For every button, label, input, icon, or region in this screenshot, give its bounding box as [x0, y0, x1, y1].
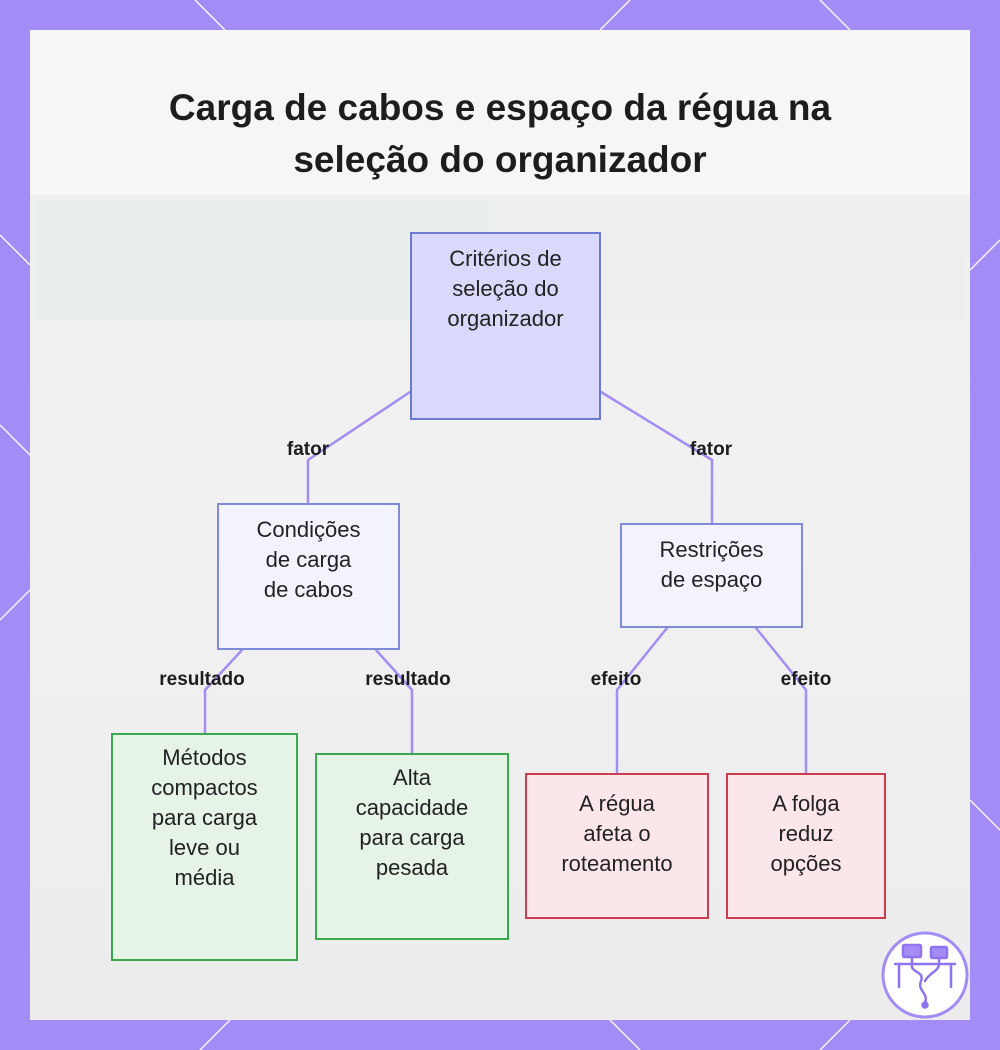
node-text-line: compactos — [151, 773, 257, 803]
node-text-line: Métodos — [151, 743, 257, 773]
node-text-line: opções — [771, 849, 842, 879]
node-text-line: reduz — [771, 819, 842, 849]
node-text-line: leve ou — [151, 833, 257, 863]
edge-load-capacity — [376, 650, 412, 753]
node-text-line: Restrições — [660, 535, 764, 565]
node-text-line: A folga — [771, 789, 842, 819]
edge-load-compact — [205, 650, 242, 733]
node-text-line: afeta o — [561, 819, 672, 849]
edge-label-resultado-right: resultado — [365, 669, 451, 691]
node-space-constraints: Restrições de espaço — [620, 523, 803, 628]
node-text-line: Critérios de — [447, 244, 563, 274]
edge-space-routing — [617, 628, 667, 773]
edge-label-efeito-right: efeito — [781, 669, 832, 691]
edge-label-resultado-left: resultado — [159, 669, 245, 691]
node-text-line: para carga — [356, 823, 469, 853]
node-text-line: seleção do — [447, 274, 563, 304]
node-clearance-effect: A folga reduz opções — [726, 773, 886, 919]
node-text-line: A régua — [561, 789, 672, 819]
node-text-line: roteamento — [561, 849, 672, 879]
node-high-capacity: Alta capacidade para carga pesada — [315, 753, 509, 940]
node-text-line: Condições — [257, 515, 361, 545]
node-text-line: de cabos — [257, 575, 361, 605]
node-root-criteria: Critérios de seleção do organizador — [410, 232, 601, 420]
edge-label-efeito-left: efeito — [591, 669, 642, 691]
node-text-line: organizador — [447, 304, 563, 334]
edge-space-clearance — [756, 628, 806, 773]
edge-label-fator-left: fator — [287, 439, 329, 461]
node-text-line: Alta — [356, 763, 469, 793]
node-cable-load: Condições de carga de cabos — [217, 503, 400, 650]
edge-label-fator-right: fator — [690, 439, 732, 461]
node-compact-methods: Métodos compactos para carga leve ou méd… — [111, 733, 298, 961]
node-text-line: para carga — [151, 803, 257, 833]
node-text-line: pesada — [356, 853, 469, 883]
node-routing-effect: A régua afeta o roteamento — [525, 773, 709, 919]
desk-computer-logo-icon — [881, 931, 969, 1019]
node-text-line: de espaço — [660, 565, 764, 595]
node-text-line: média — [151, 863, 257, 893]
node-text-line: capacidade — [356, 793, 469, 823]
node-text-line: de carga — [257, 545, 361, 575]
